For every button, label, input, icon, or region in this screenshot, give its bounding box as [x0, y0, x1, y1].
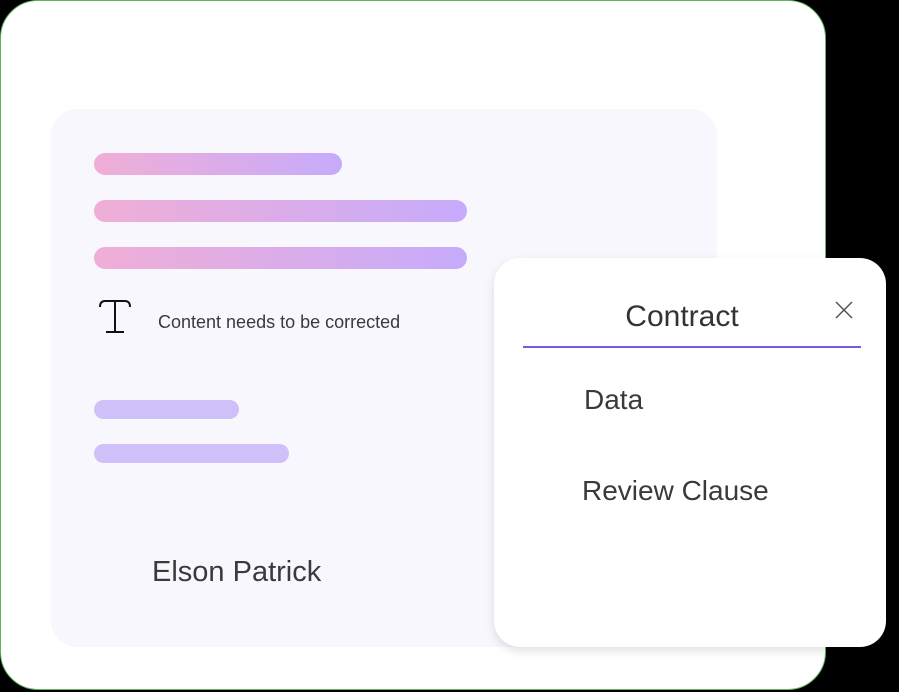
contract-popup: Contract Data Review Clause — [494, 258, 886, 647]
correction-note: Content needs to be corrected — [158, 312, 401, 332]
placeholder-line-gradient — [94, 247, 467, 269]
menu-item-data[interactable]: Data — [584, 384, 644, 415]
placeholder-line-lilac — [94, 400, 239, 419]
popup-title: Contract — [625, 300, 739, 333]
title-divider — [523, 346, 861, 348]
close-icon — [835, 301, 853, 319]
menu-item-review-clause[interactable]: Review Clause — [582, 475, 769, 506]
text-cursor-icon — [98, 298, 132, 334]
signer-name: Elson Patrick — [152, 556, 322, 588]
placeholder-line-gradient — [94, 153, 342, 175]
placeholder-line-lilac — [94, 444, 289, 463]
close-button[interactable] — [834, 300, 854, 320]
placeholder-line-gradient — [94, 200, 467, 222]
